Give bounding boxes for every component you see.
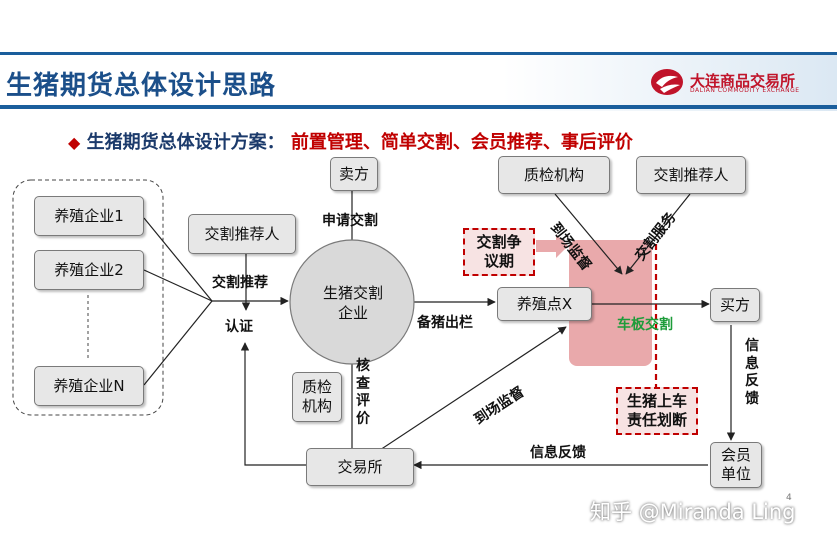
node-qc-small-label: 质检机构 (301, 378, 332, 415)
farm-group-border (12, 179, 164, 416)
label-info-feedback-right: 信息反馈 (745, 338, 759, 407)
logo-english-name: DALIAN COMMODITY EXCHANGE (690, 87, 800, 94)
node-referrer-top: 交割推荐人 (636, 156, 746, 194)
slide-header: 生猪期货总体设计思路 (0, 52, 837, 111)
node-referrer-left-label: 交割推荐人 (204, 224, 280, 243)
edge-qc-supervise (554, 193, 623, 275)
node-member-label: 会员单位 (720, 446, 751, 483)
scheme-content: 前置管理、简单交割、会员推荐、事后评价 (290, 132, 633, 153)
slide-title: 生猪期货总体设计思路 (6, 71, 277, 101)
label-verify-evaluate: 核查评价 (356, 358, 370, 427)
node-farm-point-label: 养殖点X (516, 294, 573, 313)
node-qc-top: 质检机构 (498, 156, 610, 194)
node-qc-top-label: 质检机构 (523, 165, 584, 184)
node-delivery-company-label: 生猪交割企业 (322, 284, 383, 323)
edge-referrer-service (625, 193, 691, 275)
label-info-feedback-bottom: 信息反馈 (530, 445, 586, 461)
node-farm2-label: 养殖企业2 (54, 260, 124, 279)
node-farm2: 养殖企业2 (34, 250, 144, 290)
watermark: 知乎 @Miranda Ling (590, 500, 796, 524)
node-seller-label: 卖方 (338, 164, 369, 183)
node-exchange: 交易所 (306, 448, 414, 486)
edge-exchange-certify (240, 342, 306, 466)
node-farm1: 养殖企业1 (34, 196, 144, 236)
header-rule (0, 105, 837, 109)
exchange-emblem-icon (651, 69, 683, 95)
edge-farm2 (143, 269, 213, 302)
delivery-company-circle (289, 239, 415, 365)
diamond-bullet-icon: ◆ (68, 133, 81, 152)
node-delivery-company: 生猪交割企业 (318, 283, 388, 324)
node-farmN: 养殖企业N (34, 366, 144, 406)
node-referrer-left: 交割推荐人 (188, 214, 296, 254)
exchange-logo: 大连商品交易所 DALIAN COMMODITY EXCHANGE (650, 67, 835, 99)
edge-farmN (143, 300, 213, 386)
scheme-label: 生猪期货总体设计方案： (86, 132, 285, 153)
node-qc-small: 质检机构 (292, 372, 342, 422)
dispute-arrow-icon (536, 234, 568, 258)
page-number: 4 (786, 493, 792, 503)
edge-farm1 (143, 217, 213, 302)
node-responsibility: 生猪上车责任划断 (616, 387, 698, 435)
node-farmN-label: 养殖企业N (53, 376, 125, 395)
node-dispute: 交割争议期 (463, 228, 535, 276)
node-buyer: 买方 (710, 288, 760, 322)
label-certify: 认证 (225, 319, 253, 335)
label-delivery-recommend: 交割推荐 (212, 275, 268, 291)
label-apply-delivery: 申请交割 (322, 213, 378, 229)
node-exchange-label: 交易所 (337, 457, 383, 476)
logo-chinese-name: 大连商品交易所 (690, 72, 796, 90)
label-ship-out: 备猪出栏 (417, 315, 473, 331)
edge-onsite-supervise (379, 326, 567, 451)
label-truck-board-delivery: 车板交割 (617, 317, 673, 333)
node-referrer-top-label: 交割推荐人 (653, 165, 729, 184)
node-member: 会员单位 (710, 442, 762, 488)
scheme-line: ◆ 生猪期货总体设计方案： 前置管理、简单交割、会员推荐、事后评价 (68, 128, 633, 154)
node-farm1-label: 养殖企业1 (54, 206, 124, 225)
node-dispute-label: 交割争议期 (476, 232, 522, 271)
node-responsibility-label: 生猪上车责任划断 (626, 391, 687, 430)
top-blank-strip (0, 0, 837, 52)
node-buyer-label: 买方 (719, 295, 750, 314)
node-farm-point: 养殖点X (497, 287, 592, 321)
node-seller: 卖方 (330, 157, 378, 191)
